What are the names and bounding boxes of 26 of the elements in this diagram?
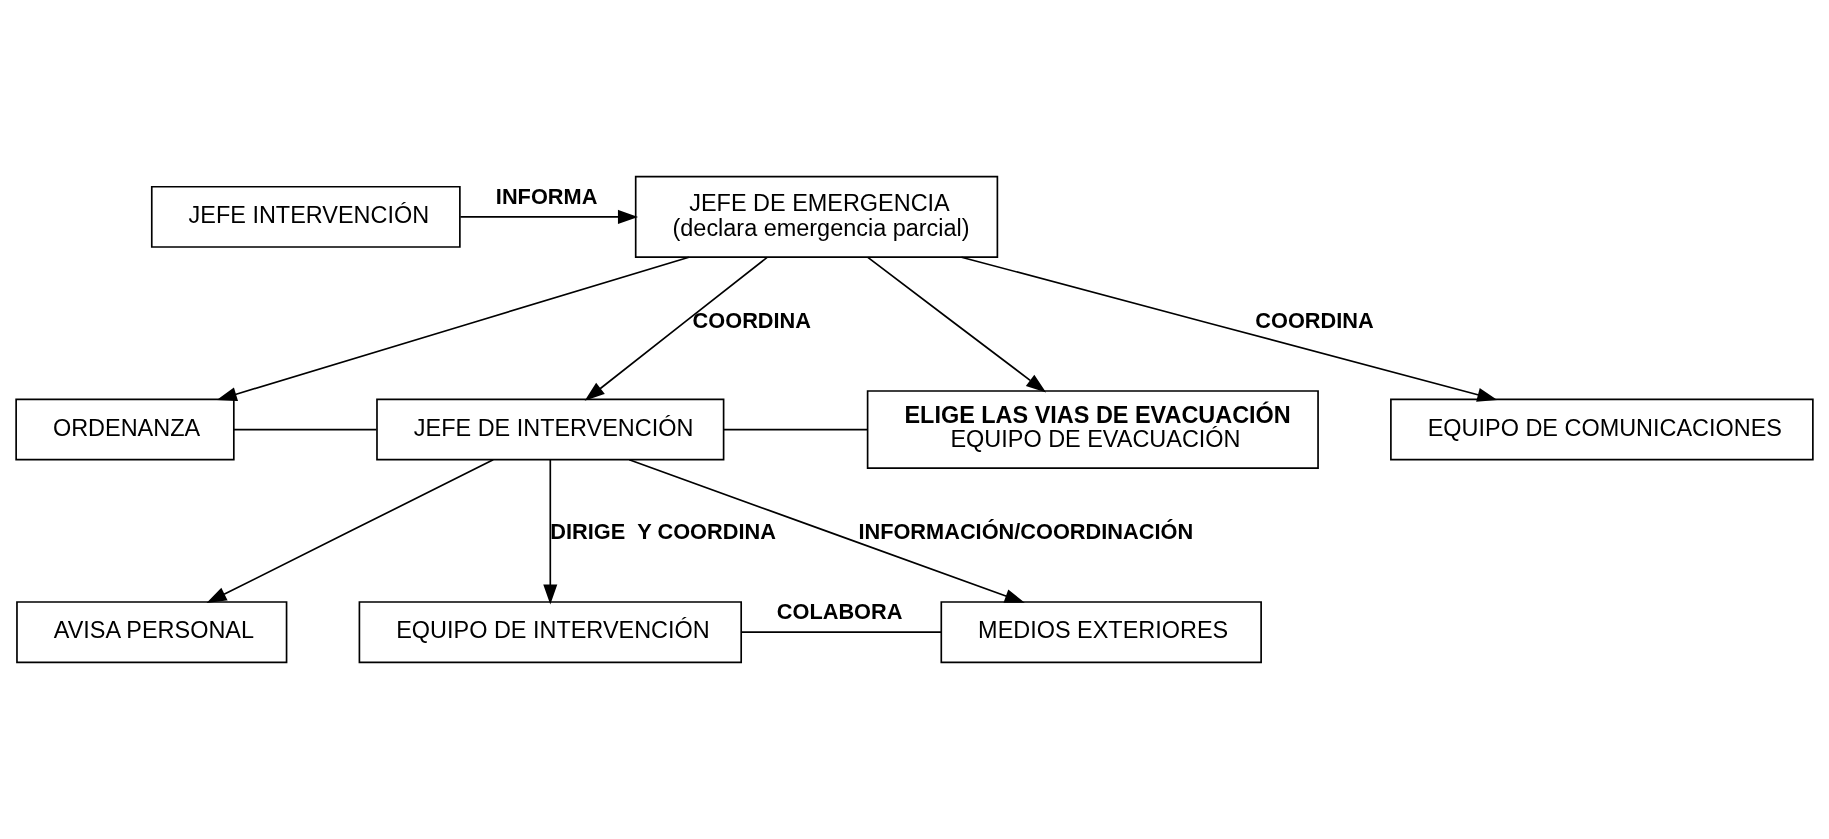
- arrow: [459, 209, 639, 224]
- edge-label: COORDINA: [692, 308, 812, 334]
- arrow: [543, 458, 558, 605]
- connector: [233, 428, 378, 431]
- node-box: AVISA PERSONAL: [16, 601, 288, 664]
- node-box: JEFE DE EMERGENCIA (declara emergencia parcial): [634, 175, 999, 258]
- arrow: [867, 256, 1047, 393]
- arrow: [206, 458, 495, 604]
- node-box: EQUIPO DE INTERVENCIÓN: [358, 601, 743, 664]
- node-box: JEFE INTERVENCIÓN: [150, 185, 461, 248]
- arrow: [584, 256, 768, 401]
- node-box: ORDENANZA: [15, 398, 235, 461]
- edge-label: INFORMACIÓN/COORDINACIÓN: [858, 519, 1194, 545]
- edge-label: COLABORA: [776, 599, 903, 625]
- node-box: EQUIPO DE COMUNICACIONES: [1390, 398, 1814, 461]
- connector: [723, 428, 869, 431]
- connector: [740, 631, 942, 633]
- arrow: [960, 256, 1498, 402]
- node-box: ELIGE LAS VIAS DE EVACUACIÓN EQUIPO DE EVACUACIÓN: [866, 390, 1319, 469]
- edge-label: DIRIGE Y COORDINA: [550, 519, 776, 545]
- arrow: [216, 256, 690, 401]
- node-box: JEFE DE INTERVENCIÓN: [376, 398, 725, 461]
- arrow: [628, 458, 1025, 603]
- edge-label: COORDINA: [1255, 308, 1374, 334]
- node-box: MEDIOS EXTERIORES: [940, 601, 1262, 664]
- edge-label: INFORMA: [495, 184, 598, 210]
